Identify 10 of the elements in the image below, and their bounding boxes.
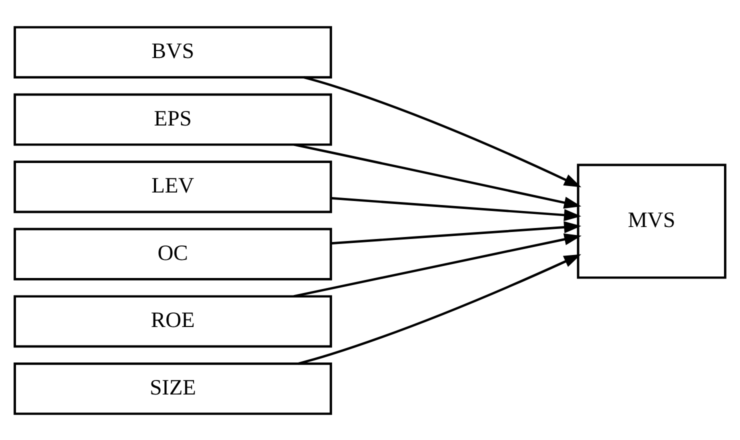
node-box: EPS	[14, 92, 332, 146]
node-box: ROE	[14, 294, 332, 348]
node-box: BVS	[14, 26, 332, 78]
arrow	[331, 196, 582, 221]
node-box: LEV	[14, 160, 332, 213]
node-box: MVS	[576, 163, 726, 278]
node-box: OC	[14, 227, 332, 280]
arrow	[331, 220, 582, 244]
arrow	[294, 232, 582, 297]
node-box: SIZE	[14, 362, 332, 414]
